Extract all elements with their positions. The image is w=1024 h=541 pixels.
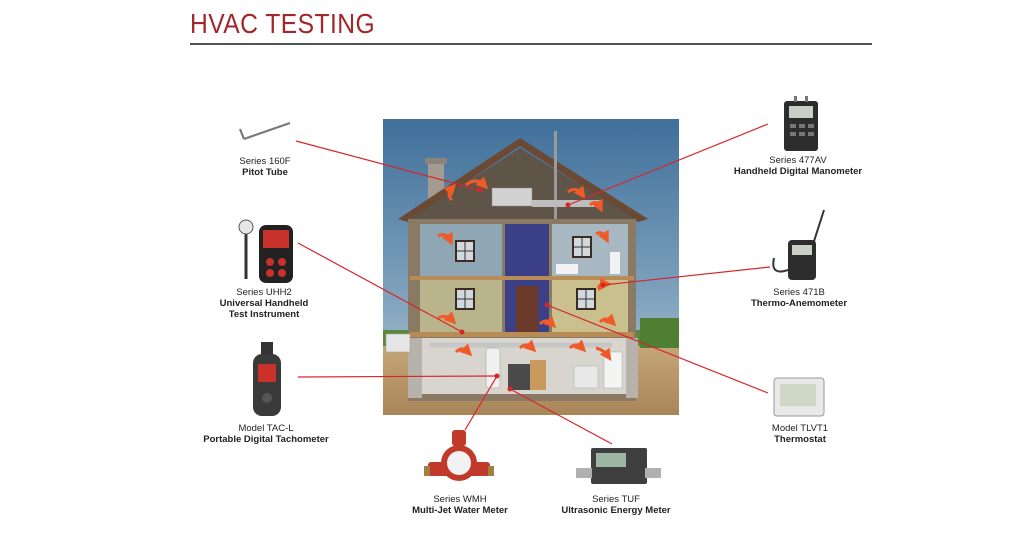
basement-foundation-left	[408, 338, 422, 398]
label-product-name: Universal Handheld	[219, 298, 309, 309]
house-illustration	[383, 119, 679, 415]
label-product-name: Handheld Digital Manometer	[733, 166, 863, 177]
sink	[610, 252, 620, 274]
label-uhh2: Series UHH2 Universal Handheld Test Inst…	[214, 287, 314, 320]
leader-tuf	[509, 388, 613, 445]
attic-duct	[491, 187, 533, 207]
bathtub	[556, 264, 578, 274]
leader-pitot	[295, 140, 481, 191]
window-mid-right	[576, 288, 596, 310]
leader-tac	[297, 375, 498, 378]
furnace	[508, 364, 530, 390]
leader-477	[567, 123, 769, 206]
page-title: HVAC TESTING	[190, 8, 376, 39]
window-mid-left	[455, 288, 475, 310]
fridge	[603, 351, 623, 389]
leader-uhh2	[297, 242, 463, 333]
basement-foundation-right	[626, 338, 638, 398]
window-upper-right	[572, 236, 592, 258]
energy-meter-image	[576, 448, 661, 484]
boxes	[530, 360, 546, 390]
thermo-anemometer-image	[772, 209, 825, 280]
airflow-arrows	[437, 176, 617, 361]
label-product-name: Multi-Jet Water Meter	[412, 505, 508, 516]
label-series: Series WMH	[433, 494, 487, 505]
stove	[573, 365, 599, 389]
label-thermo-anemometer: Series 471B Thermo-Anemometer	[744, 287, 854, 309]
leader-lines	[295, 123, 771, 445]
label-product-name: Ultrasonic Energy Meter	[561, 505, 671, 516]
pitot-tube-image	[238, 121, 291, 141]
chimney-cap	[425, 158, 447, 164]
doorway	[516, 286, 538, 332]
label-energy-meter: Series TUF Ultrasonic Energy Meter	[554, 494, 678, 516]
label-pitot-tube: Series 160F Pitot Tube	[230, 156, 300, 178]
uhh2-instrument-image	[238, 219, 293, 283]
window-upper-left	[455, 240, 475, 262]
label-product-name: Thermo-Anemometer	[750, 298, 848, 309]
label-thermostat: Model TLVT1 Thermostat	[760, 423, 840, 445]
label-series: Series TUF	[592, 494, 640, 505]
label-water-meter: Series WMH Multi-Jet Water Meter	[402, 494, 518, 516]
tachometer-image	[253, 342, 281, 416]
room-upper-middle	[505, 224, 549, 276]
label-series: Series 160F	[239, 156, 291, 167]
label-product-name-2: Test Instrument	[228, 309, 300, 320]
label-series: Series UHH2	[236, 287, 292, 298]
leader-471	[602, 266, 771, 286]
label-series: Model TLVT1	[771, 423, 829, 434]
label-manometer: Series 477AV Handheld Digital Manometer	[730, 155, 866, 177]
title-underline	[190, 43, 872, 45]
label-series: Series 477AV	[769, 155, 827, 166]
water-meter-image	[424, 430, 494, 481]
leader-wmh	[464, 375, 498, 431]
floor-upper	[410, 276, 634, 280]
grass-right	[640, 318, 679, 348]
label-product-name: Portable Digital Tachometer	[203, 434, 329, 445]
label-series: Series 471B	[773, 287, 825, 298]
manometer-image	[784, 96, 818, 151]
label-tachometer: Model TAC-L Portable Digital Tachometer	[196, 423, 336, 445]
thermostat-image	[773, 377, 825, 417]
label-series: Model TAC-L	[238, 423, 294, 434]
label-product-name: Pitot Tube	[242, 167, 288, 178]
floor-mid	[410, 332, 634, 337]
label-product-name: Thermostat	[774, 434, 826, 445]
outdoor-ac-unit	[385, 333, 411, 353]
leader-tlvt	[546, 304, 769, 394]
vent-pipe	[554, 131, 557, 221]
